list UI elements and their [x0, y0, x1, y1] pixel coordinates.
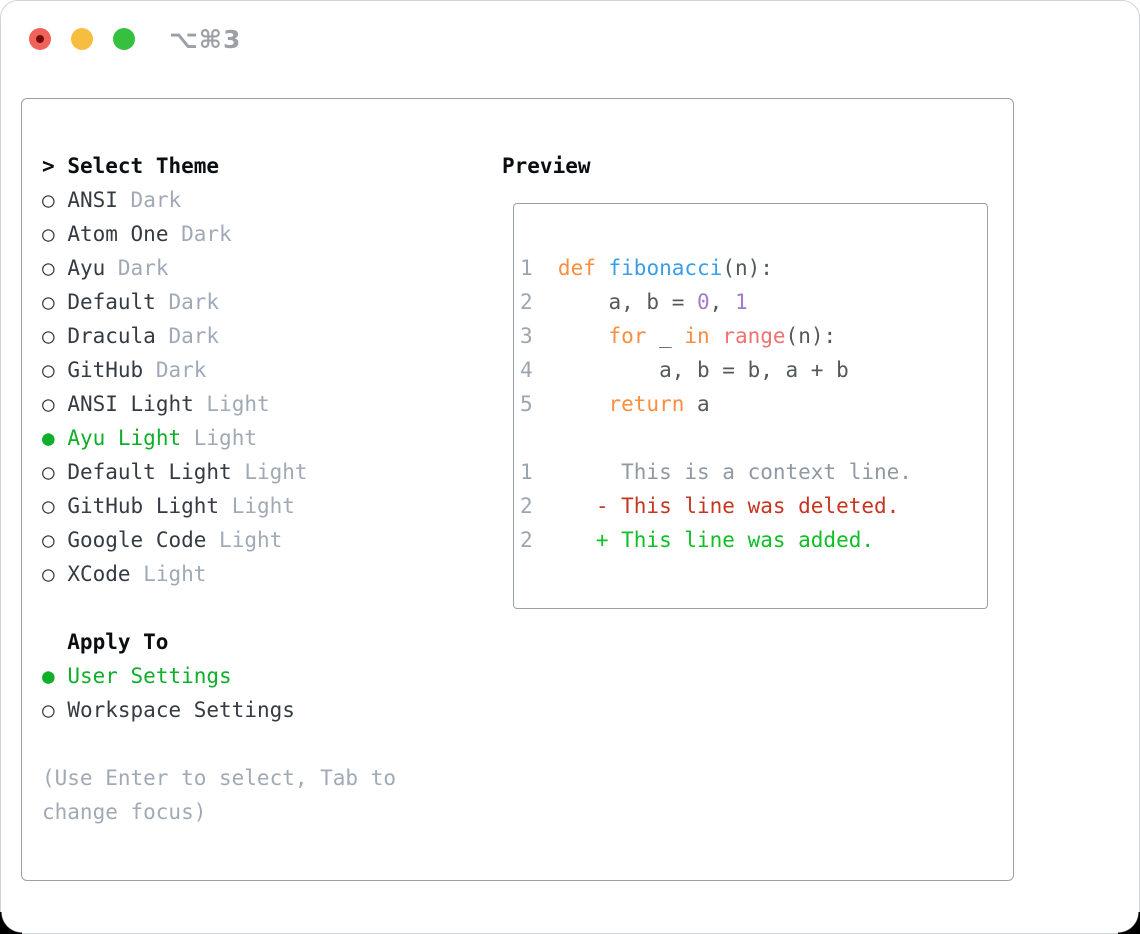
line-number: 3: [520, 324, 533, 348]
hint-line-1: (Use Enter to select, Tab to: [42, 766, 397, 790]
radio-selected-icon: ●: [42, 664, 55, 688]
minimize-button[interactable]: [71, 28, 93, 50]
line-number: 1: [520, 460, 533, 484]
keyboard-shortcut-label: ⌥⌘3: [169, 25, 242, 54]
option-label: XCode: [67, 562, 131, 586]
theme-option[interactable]: ○ Default Light Light: [42, 455, 396, 489]
line-number: 2: [520, 290, 533, 314]
option-tag: Light: [219, 528, 283, 552]
option-label: ANSI Light: [67, 392, 194, 416]
spacer: [42, 591, 396, 625]
preview-header: Preview: [502, 154, 591, 178]
line-number: 2: [520, 494, 533, 518]
option-label: GitHub Light: [67, 494, 220, 518]
radio-unselected-icon: ○: [42, 290, 55, 314]
code-line: 5 return a: [520, 387, 987, 421]
select-theme-header: > Select Theme: [42, 154, 220, 178]
radio-unselected-icon: ○: [42, 358, 55, 382]
apply-to-list: ● User Settings○ Workspace Settings: [42, 659, 396, 727]
screenshot-corner-artifact: [0, 912, 22, 934]
option-label: Ayu: [67, 256, 106, 280]
screenshot-corner-artifact: [1118, 912, 1140, 934]
theme-option[interactable]: ○ Default Dark: [42, 285, 396, 319]
radio-unselected-icon: ○: [42, 222, 55, 246]
option-label: User Settings: [67, 664, 232, 688]
line-number: 4: [520, 358, 533, 382]
hint-line-2: change focus): [42, 800, 207, 824]
theme-option[interactable]: ○ Ayu Dark: [42, 251, 396, 285]
close-button[interactable]: [29, 28, 51, 50]
code-line: 3 for _ in range(n):: [520, 319, 987, 353]
option-tag: Light: [143, 562, 207, 586]
option-tag: Dark: [117, 256, 169, 280]
apply-to-option[interactable]: ● User Settings: [42, 659, 396, 693]
code-line: 2 - This line was deleted.: [520, 489, 987, 523]
theme-picker-left-column: > Select Theme ○ ANSI Dark○ Atom One Dar…: [42, 149, 396, 829]
option-label: Workspace Settings: [67, 698, 295, 722]
option-label: Default: [67, 290, 156, 314]
theme-option[interactable]: ○ XCode Light: [42, 557, 396, 591]
radio-unselected-icon: ○: [42, 528, 55, 552]
option-tag: Dark: [155, 358, 207, 382]
hint-text: (Use Enter to select, Tab to change focu…: [42, 761, 396, 829]
radio-unselected-icon: ○: [42, 392, 55, 416]
option-tag: Dark: [130, 188, 182, 212]
line-number: 5: [520, 392, 533, 416]
radio-unselected-icon: ○: [42, 256, 55, 280]
radio-unselected-icon: ○: [42, 188, 55, 212]
unsaved-dot-icon: [36, 35, 44, 43]
option-label: Google Code: [67, 528, 207, 552]
maximize-button[interactable]: [113, 28, 135, 50]
theme-option[interactable]: ● Ayu Light Light: [42, 421, 396, 455]
theme-option[interactable]: ○ Atom One Dark: [42, 217, 396, 251]
radio-unselected-icon: ○: [42, 460, 55, 484]
option-label: Dracula: [67, 324, 156, 348]
radio-selected-icon: ●: [42, 426, 55, 450]
option-tag: Light: [231, 494, 295, 518]
option-tag: Dark: [181, 222, 232, 246]
code-line: 1 This is a context line.: [520, 455, 987, 489]
option-label: Default Light: [67, 460, 232, 484]
code-line: 2 + This line was added.: [520, 523, 987, 557]
theme-option[interactable]: ○ GitHub Light Light: [42, 489, 396, 523]
radio-unselected-icon: ○: [42, 698, 55, 722]
titlebar: ⌥⌘3: [1, 1, 1139, 77]
theme-list: ○ ANSI Dark○ Atom One Dark○ Ayu Dark○ De…: [42, 183, 396, 591]
line-number: 1: [520, 256, 533, 280]
option-tag: Light: [193, 426, 257, 450]
option-label: Ayu Light: [67, 426, 182, 450]
option-tag: Light: [206, 392, 270, 416]
option-label: GitHub: [67, 358, 144, 382]
radio-unselected-icon: ○: [42, 494, 55, 518]
apply-to-header: Apply To: [67, 630, 169, 654]
code-line: 4 a, b = b, a + b: [520, 353, 987, 387]
code-line: [520, 421, 987, 455]
radio-unselected-icon: ○: [42, 562, 55, 586]
theme-option[interactable]: ○ GitHub Dark: [42, 353, 396, 387]
option-tag: Dark: [168, 324, 220, 348]
selection-caret: >: [42, 154, 55, 178]
spacer: [42, 727, 396, 761]
apply-to-option[interactable]: ○ Workspace Settings: [42, 693, 396, 727]
option-label: Atom One: [67, 222, 169, 246]
theme-option[interactable]: ○ Dracula Dark: [42, 319, 396, 353]
theme-option[interactable]: ○ Google Code Light: [42, 523, 396, 557]
option-tag: Dark: [168, 290, 220, 314]
line-number: 2: [520, 528, 533, 552]
theme-option[interactable]: ○ ANSI Light Light: [42, 387, 396, 421]
option-tag: Light: [244, 460, 308, 484]
radio-unselected-icon: ○: [42, 324, 55, 348]
option-label: ANSI: [67, 188, 118, 212]
code-line: 2 a, b = 0, 1: [520, 285, 987, 319]
theme-picker-panel: > Select Theme ○ ANSI Dark○ Atom One Dar…: [21, 98, 1014, 881]
theme-option[interactable]: ○ ANSI Dark: [42, 183, 396, 217]
